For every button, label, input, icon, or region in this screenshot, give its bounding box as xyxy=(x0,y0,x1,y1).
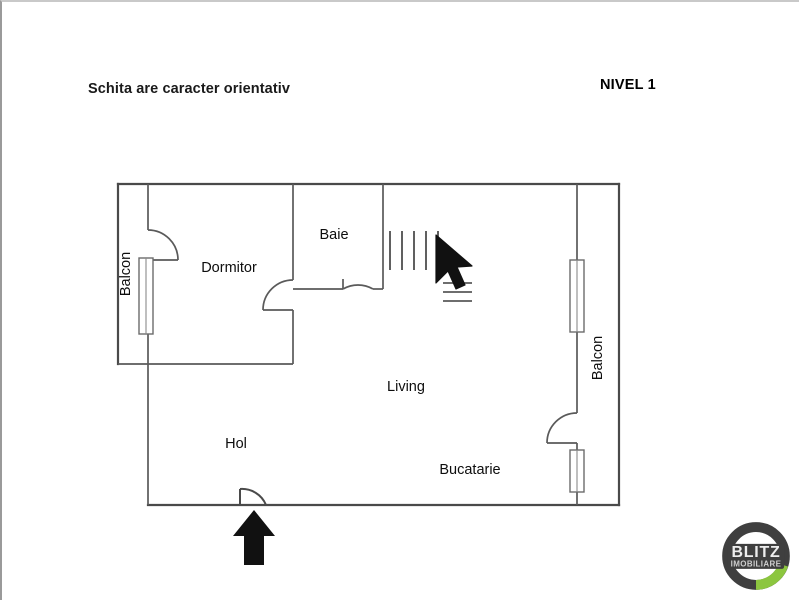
outer-walls xyxy=(116,182,621,507)
room-label-living: Living xyxy=(387,379,425,395)
room-label-hol: Hol xyxy=(225,436,247,452)
room-label-bucatarie: Bucatarie xyxy=(439,462,501,478)
door-arc-balcony-right xyxy=(546,412,578,444)
window-balcony-right-upper xyxy=(569,259,585,333)
window-balcony-right-lower xyxy=(569,449,585,493)
door-arc-baie xyxy=(342,284,374,290)
baie-walls xyxy=(293,184,384,290)
window-balcony-left xyxy=(138,257,154,335)
room-label-baie: Baie xyxy=(319,227,349,243)
logo-secondary-text: IMOBILIARE xyxy=(731,560,782,569)
door-arc-dormitor xyxy=(262,279,294,311)
stairs-icon xyxy=(389,231,439,270)
orientation-note: Schita are caracter orientativ xyxy=(88,81,291,97)
room-label-balcon-left: Balcon xyxy=(118,251,134,297)
door-arc-balcony-left xyxy=(147,229,179,261)
logo-primary-text: BLITZ xyxy=(732,544,781,561)
room-label-dormitor: Dormitor xyxy=(201,260,257,276)
level-label: NIVEL 1 xyxy=(600,77,656,93)
door-arc-entrance xyxy=(239,487,267,506)
mouse-cursor-icon xyxy=(435,234,473,290)
left-balcony-structure xyxy=(118,184,149,505)
dormitor-walls xyxy=(148,184,294,365)
entrance-arrow-icon xyxy=(233,510,275,565)
blitz-imobiliare-logo[interactable]: BLITZ IMOBILIARE xyxy=(718,518,794,594)
room-label-balcon-right: Balcon xyxy=(590,335,606,381)
